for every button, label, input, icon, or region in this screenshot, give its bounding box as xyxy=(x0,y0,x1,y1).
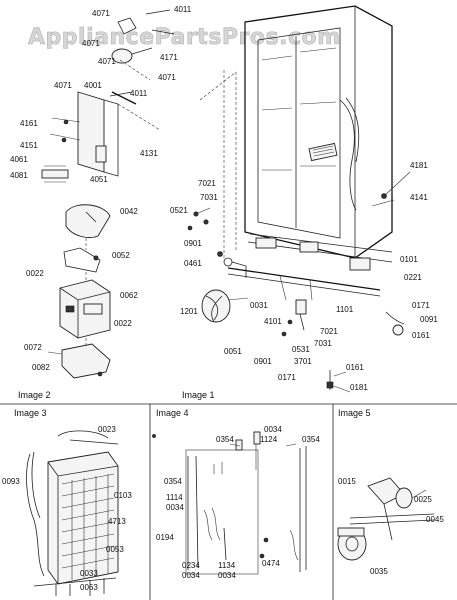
part-label: 0521 xyxy=(170,206,188,215)
part-label: 0034 xyxy=(182,571,200,580)
part-label: 4011 xyxy=(130,89,148,98)
part-label: 0901 xyxy=(184,239,202,248)
part-label: 0171 xyxy=(412,301,430,310)
part-label: 0042 xyxy=(120,207,138,216)
part-label: 0052 xyxy=(112,251,130,260)
part-label: 4181 xyxy=(410,161,428,170)
part-label: 0045 xyxy=(426,515,444,524)
part-label: 0171 xyxy=(278,373,296,382)
part-label: 1201 xyxy=(180,307,198,316)
part-label: 7031 xyxy=(200,193,218,202)
part-label: 7031 xyxy=(314,339,332,348)
part-label: 0234 xyxy=(182,561,200,570)
part-label: 1134 xyxy=(218,561,236,570)
part-label: 0161 xyxy=(412,331,430,340)
part-label: 0082 xyxy=(32,363,50,372)
part-label: 0072 xyxy=(24,343,42,352)
part-label: 0354 xyxy=(216,435,234,444)
part-label: 4141 xyxy=(410,193,428,202)
part-label: 4011 xyxy=(174,5,192,14)
part-label: 0354 xyxy=(302,435,320,444)
part-label: 7021 xyxy=(320,327,338,336)
part-label: 0091 xyxy=(420,315,438,324)
part-label: 0063 xyxy=(80,583,98,592)
image4-title: Image 4 xyxy=(156,408,189,418)
part-label: 4713 xyxy=(108,517,126,526)
part-label: 0035 xyxy=(370,567,388,576)
part-label: 0461 xyxy=(184,259,202,268)
part-label: 0034 xyxy=(218,571,236,580)
part-label: 3701 xyxy=(294,357,312,366)
part-label: 4131 xyxy=(140,149,158,158)
image5-title: Image 5 xyxy=(338,408,371,418)
part-label: 0022 xyxy=(26,269,44,278)
part-label: 0023 xyxy=(98,425,116,434)
part-label: 4171 xyxy=(160,53,178,62)
part-label: 0022 xyxy=(114,319,132,328)
part-label: 4081 xyxy=(10,171,28,180)
image4-wiring xyxy=(152,431,307,575)
part-label: 0093 xyxy=(2,477,20,486)
part-label: 0025 xyxy=(414,495,432,504)
part-label: 0531 xyxy=(292,345,310,354)
part-label: 0053 xyxy=(106,545,124,554)
image1-title: Image 1 xyxy=(182,390,215,400)
part-label: 4071 xyxy=(54,81,72,90)
image2-assembly xyxy=(47,204,111,379)
image3-title: Image 3 xyxy=(14,408,47,418)
image3-evaporator xyxy=(26,430,119,596)
base-rail-assembly xyxy=(187,171,411,393)
part-label: 0034 xyxy=(166,503,184,512)
cabinet-assembly xyxy=(199,5,393,271)
control-assembly xyxy=(41,9,175,183)
part-label: 4071 xyxy=(92,9,110,18)
part-label: 0034 xyxy=(264,425,282,434)
part-label: 4151 xyxy=(20,141,38,150)
part-label: 4071 xyxy=(98,57,116,66)
part-label: 0221 xyxy=(404,273,422,282)
part-label: 0474 xyxy=(262,559,280,568)
part-label: 4051 xyxy=(90,175,108,184)
part-label: 0901 xyxy=(254,357,272,366)
part-label: 4061 xyxy=(10,155,28,164)
part-label: 4071 xyxy=(158,73,176,82)
part-label: 7021 xyxy=(198,179,216,188)
part-label: 0031 xyxy=(250,301,268,310)
part-label: 0181 xyxy=(350,383,368,392)
image5-damper xyxy=(337,477,435,561)
part-label: 0015 xyxy=(338,477,356,486)
part-label: 0033 xyxy=(80,569,98,578)
part-label: 0051 xyxy=(224,347,242,356)
part-label: 4071 xyxy=(82,39,100,48)
watermark: AppliancePartsPros.com xyxy=(28,25,341,50)
part-labels: 4071 4011 4071 4171 4071 4071 4071 4001 … xyxy=(2,5,444,592)
part-label: 4101 xyxy=(264,317,282,326)
part-label: 0161 xyxy=(346,363,364,372)
image2-title: Image 2 xyxy=(18,390,51,400)
part-label: 0103 xyxy=(114,491,132,500)
part-label: 4001 xyxy=(84,81,102,90)
part-label: 1101 xyxy=(336,305,354,314)
part-label: 0101 xyxy=(400,255,418,264)
part-label: 0354 xyxy=(164,477,182,486)
part-label: 0062 xyxy=(120,291,138,300)
part-label: 1124 xyxy=(260,435,278,444)
part-label: 4161 xyxy=(20,119,38,128)
part-label: 0194 xyxy=(156,533,174,542)
part-label: 1114 xyxy=(166,493,183,502)
